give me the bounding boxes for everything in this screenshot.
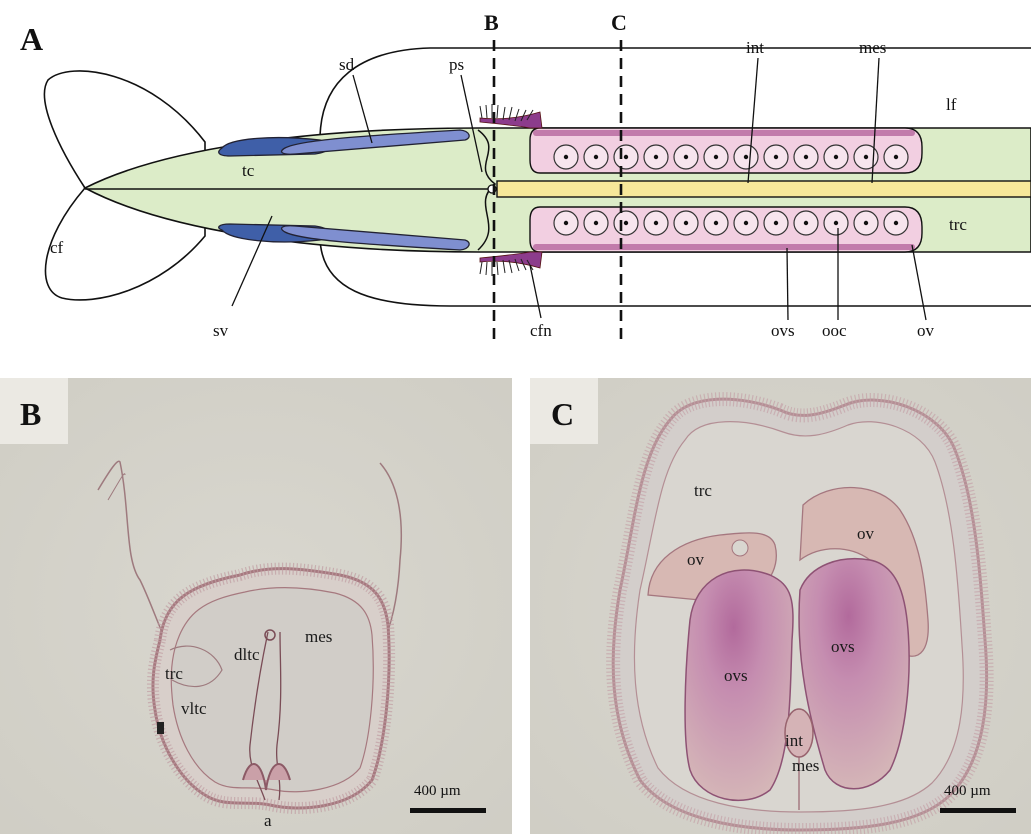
label-ov: ov bbox=[917, 321, 935, 340]
pigment-spot bbox=[157, 722, 164, 734]
label-c-ov-left: ov bbox=[687, 550, 705, 569]
ovary-cavity bbox=[732, 540, 748, 556]
scale-bar-b-label: 400 µm bbox=[414, 783, 461, 799]
panel-a: A bbox=[20, 10, 1031, 340]
label-cfn: cfn bbox=[530, 321, 552, 340]
label-int: int bbox=[746, 38, 764, 57]
label-b-a: a bbox=[264, 811, 272, 830]
label-ooc: ooc bbox=[822, 321, 847, 340]
label-lf: lf bbox=[946, 95, 957, 114]
oviduct-lower bbox=[533, 244, 915, 250]
label-ps: ps bbox=[449, 55, 464, 74]
label-c-trc: trc bbox=[694, 481, 712, 500]
label-c-ov-right: ov bbox=[857, 524, 875, 543]
intestine bbox=[497, 181, 1031, 197]
scale-bar-c bbox=[940, 808, 1016, 813]
body-wall-inner bbox=[171, 588, 373, 792]
ovisac-c-left bbox=[685, 570, 793, 800]
label-c-int: int bbox=[785, 731, 803, 750]
label-mes: mes bbox=[859, 38, 886, 57]
panel-c-letter: C bbox=[551, 396, 574, 432]
oviduct-upper bbox=[533, 130, 915, 136]
label-b-mes: mes bbox=[305, 627, 332, 646]
label-b-vltc: vltc bbox=[181, 699, 207, 718]
scale-bar-c-label: 400 µm bbox=[944, 783, 991, 799]
panel-c: C trc ov ov ovs ovs int mes 400 µm bbox=[530, 378, 1031, 834]
label-b-trc: trc bbox=[165, 664, 183, 683]
label-cf: cf bbox=[50, 238, 64, 257]
label-c-ovs-left: ovs bbox=[724, 666, 748, 685]
panel-b: B dltc mes trc vltc a 400 µm bbox=[0, 378, 512, 834]
label-c-mes: mes bbox=[792, 756, 819, 775]
label-sd: sd bbox=[339, 55, 355, 74]
scale-bar-b bbox=[410, 808, 486, 813]
panel-b-letter: B bbox=[20, 396, 41, 432]
label-trc: trc bbox=[949, 215, 967, 234]
label-c-ovs-right: ovs bbox=[831, 637, 855, 656]
label-b-dltc: dltc bbox=[234, 645, 260, 664]
section-marker-c: C bbox=[611, 10, 627, 35]
label-sv: sv bbox=[213, 321, 229, 340]
section-marker-b: B bbox=[484, 10, 499, 35]
label-ovs: ovs bbox=[771, 321, 795, 340]
panel-a-letter: A bbox=[20, 21, 43, 57]
label-tc: tc bbox=[242, 161, 255, 180]
